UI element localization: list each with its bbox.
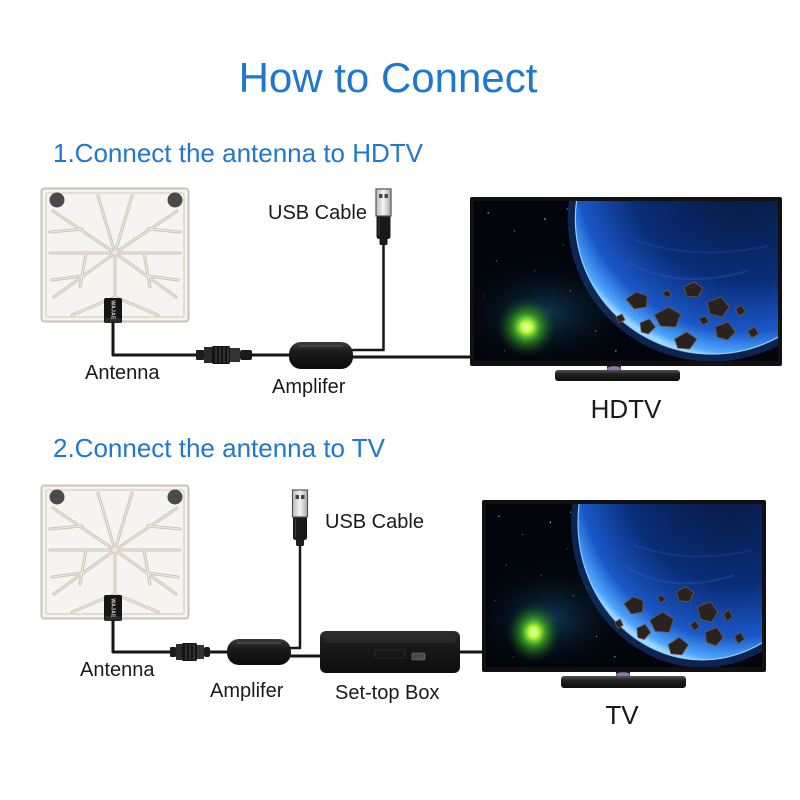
antenna-2-connector-brand: WAJAE [110, 598, 116, 618]
usb-cable-2 [289, 543, 302, 650]
coax-connector-2 [170, 643, 210, 661]
antenna-1-connector: WAJAE [104, 298, 122, 323]
step-1: 1.Connect the antenna to HDTV WAJAE [42, 80, 800, 424]
amplifier-2 [227, 639, 291, 665]
tv [468, 381, 800, 688]
set-top-box-label: Set-top Box [335, 682, 440, 704]
hdtv-screen [454, 80, 800, 368]
step-2-heading: 2.Connect the antenna to TV [53, 433, 386, 463]
set-top-box-front-logo [374, 649, 406, 659]
tv-screen [468, 381, 800, 674]
step-1-heading: 1.Connect the antenna to HDTV [53, 138, 424, 168]
tv-power-glow [616, 672, 630, 677]
amplifier-1 [289, 342, 353, 369]
antenna-2-connector: WAJAE [104, 595, 122, 621]
page-title: How to Connect [239, 54, 538, 101]
usb-plug-1 [375, 188, 392, 245]
hdtv-label: HDTV [591, 394, 662, 424]
set-top-box [320, 631, 460, 673]
coax-connector-1 [196, 346, 252, 364]
antenna-1-label: Antenna [85, 362, 160, 384]
hdtv [454, 80, 800, 381]
amplifier-1-label: Amplifer [272, 376, 346, 398]
antenna-2-label: Antenna [80, 659, 155, 681]
usb-cable-1 [351, 242, 385, 352]
usb-cable-1-label: USB Cable [268, 202, 367, 224]
hdtv-stand-base [555, 370, 680, 381]
antenna-2-cable [111, 619, 173, 654]
set-top-box-usb-port [411, 652, 426, 661]
usb-cable-2-label: USB Cable [325, 511, 424, 533]
step-2: 2.Connect the antenna to TV WAJAE [42, 381, 800, 730]
antenna-1-connector-brand: WAJAE [110, 300, 116, 320]
tv-stand-base [561, 676, 686, 688]
amplifier-2-label: Amplifer [210, 680, 284, 702]
usb-plug-2 [291, 489, 309, 546]
tv-label: TV [605, 700, 639, 730]
hdtv-power-glow [607, 366, 621, 371]
antenna-1-cable [111, 321, 199, 357]
